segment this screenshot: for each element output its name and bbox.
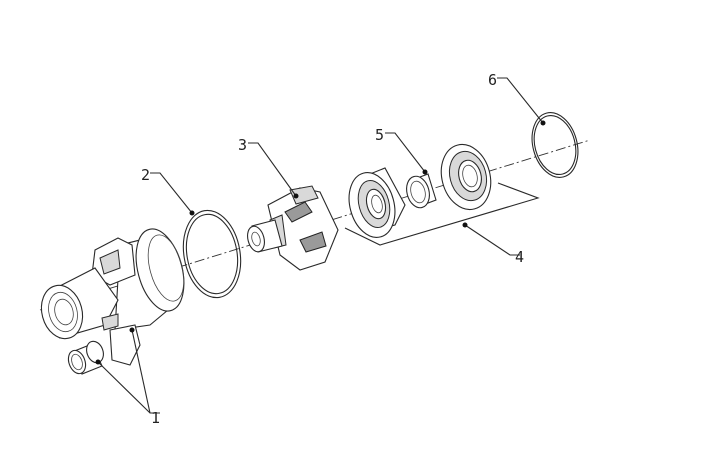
part-5-ring xyxy=(406,173,437,209)
callout-5: 5 xyxy=(375,126,384,144)
part-1-housing xyxy=(40,228,185,366)
part-3-impeller xyxy=(247,185,339,271)
part-1-fitting xyxy=(67,340,104,375)
part-2-o-ring xyxy=(182,209,242,299)
callout-3: 3 xyxy=(238,136,247,154)
part-6-washer xyxy=(531,112,579,178)
callout-6: 6 xyxy=(488,71,497,89)
leader-lines xyxy=(95,77,546,414)
part-4-seal-ring xyxy=(440,143,492,211)
part-4-bearing-housing xyxy=(348,167,406,238)
callout-1: 1 xyxy=(151,409,160,427)
callout-4: 4 xyxy=(515,248,524,266)
callout-2: 2 xyxy=(141,166,150,184)
